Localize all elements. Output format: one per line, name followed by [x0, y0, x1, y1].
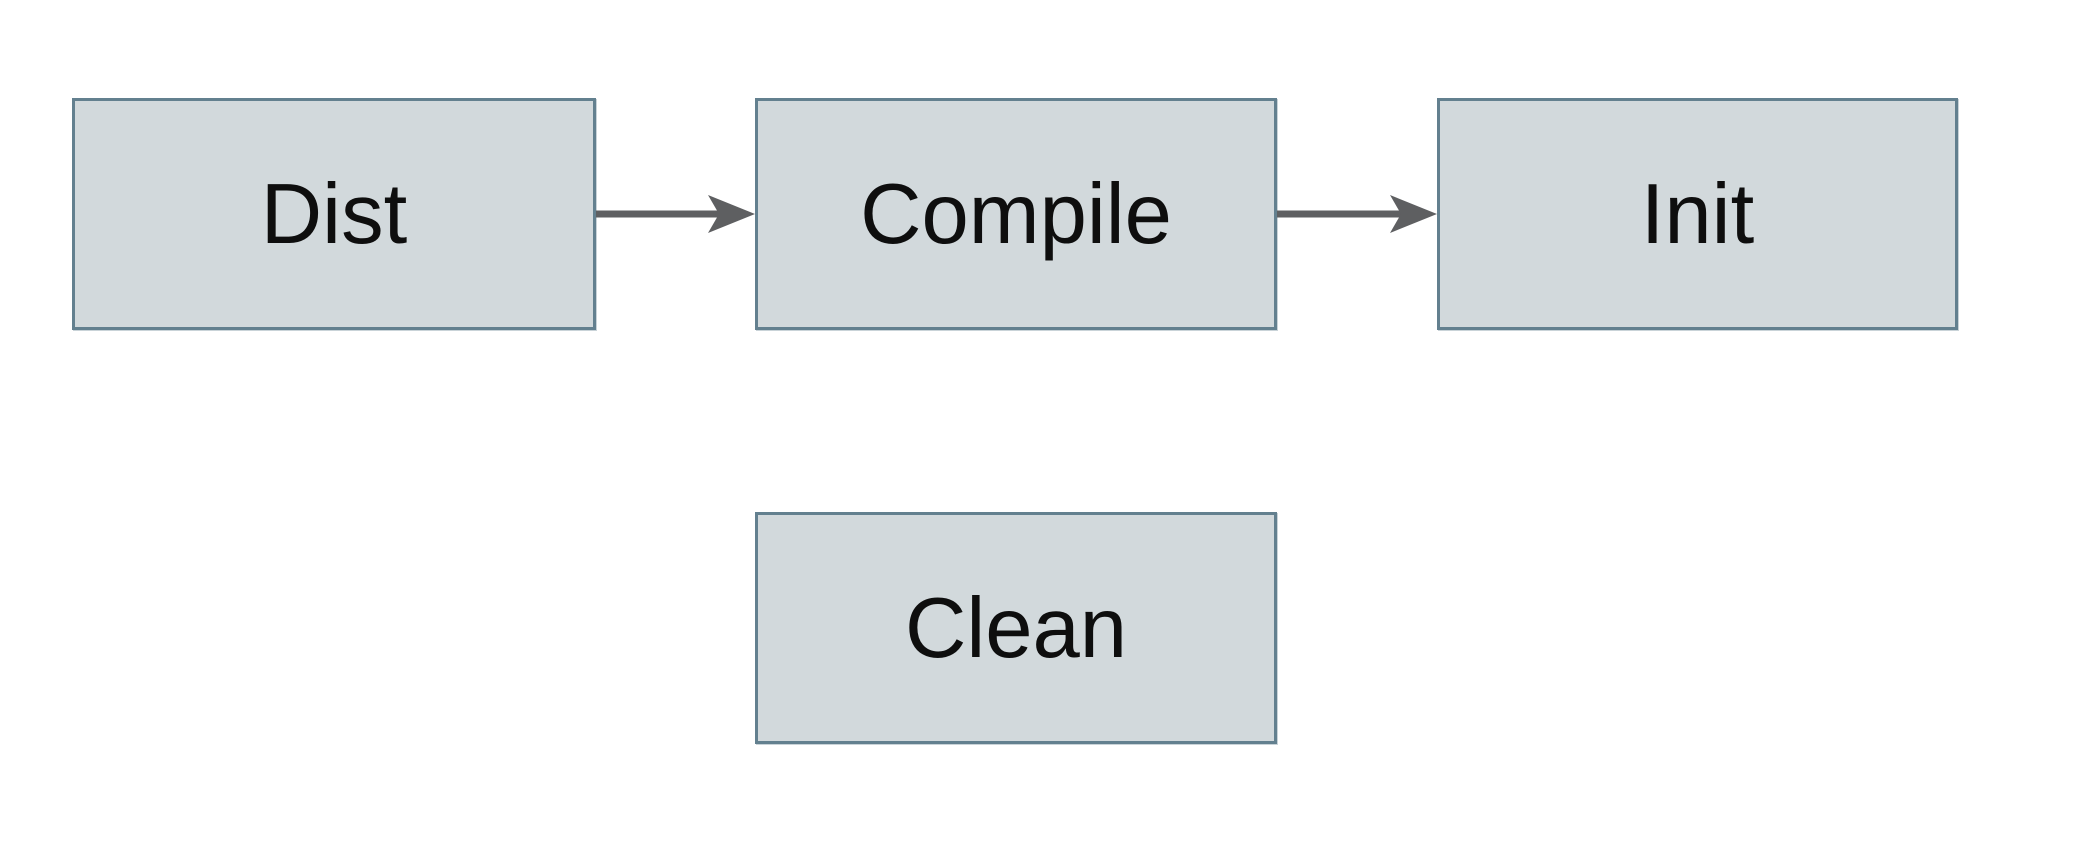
arrow-head: [708, 195, 755, 233]
node-compile[interactable]: Compile: [755, 98, 1277, 330]
arrow-dist-to-compile-icon[interactable]: [596, 190, 755, 238]
arrow-head: [1390, 195, 1437, 233]
node-init[interactable]: Init: [1437, 98, 1958, 330]
node-dist-label: Dist: [260, 166, 408, 262]
node-clean[interactable]: Clean: [755, 512, 1277, 744]
node-compile-label: Compile: [860, 166, 1172, 262]
node-dist[interactable]: Dist: [72, 98, 596, 330]
node-init-label: Init: [1640, 166, 1755, 262]
node-clean-label: Clean: [904, 580, 1128, 676]
arrow-compile-to-init-icon[interactable]: [1277, 190, 1437, 238]
